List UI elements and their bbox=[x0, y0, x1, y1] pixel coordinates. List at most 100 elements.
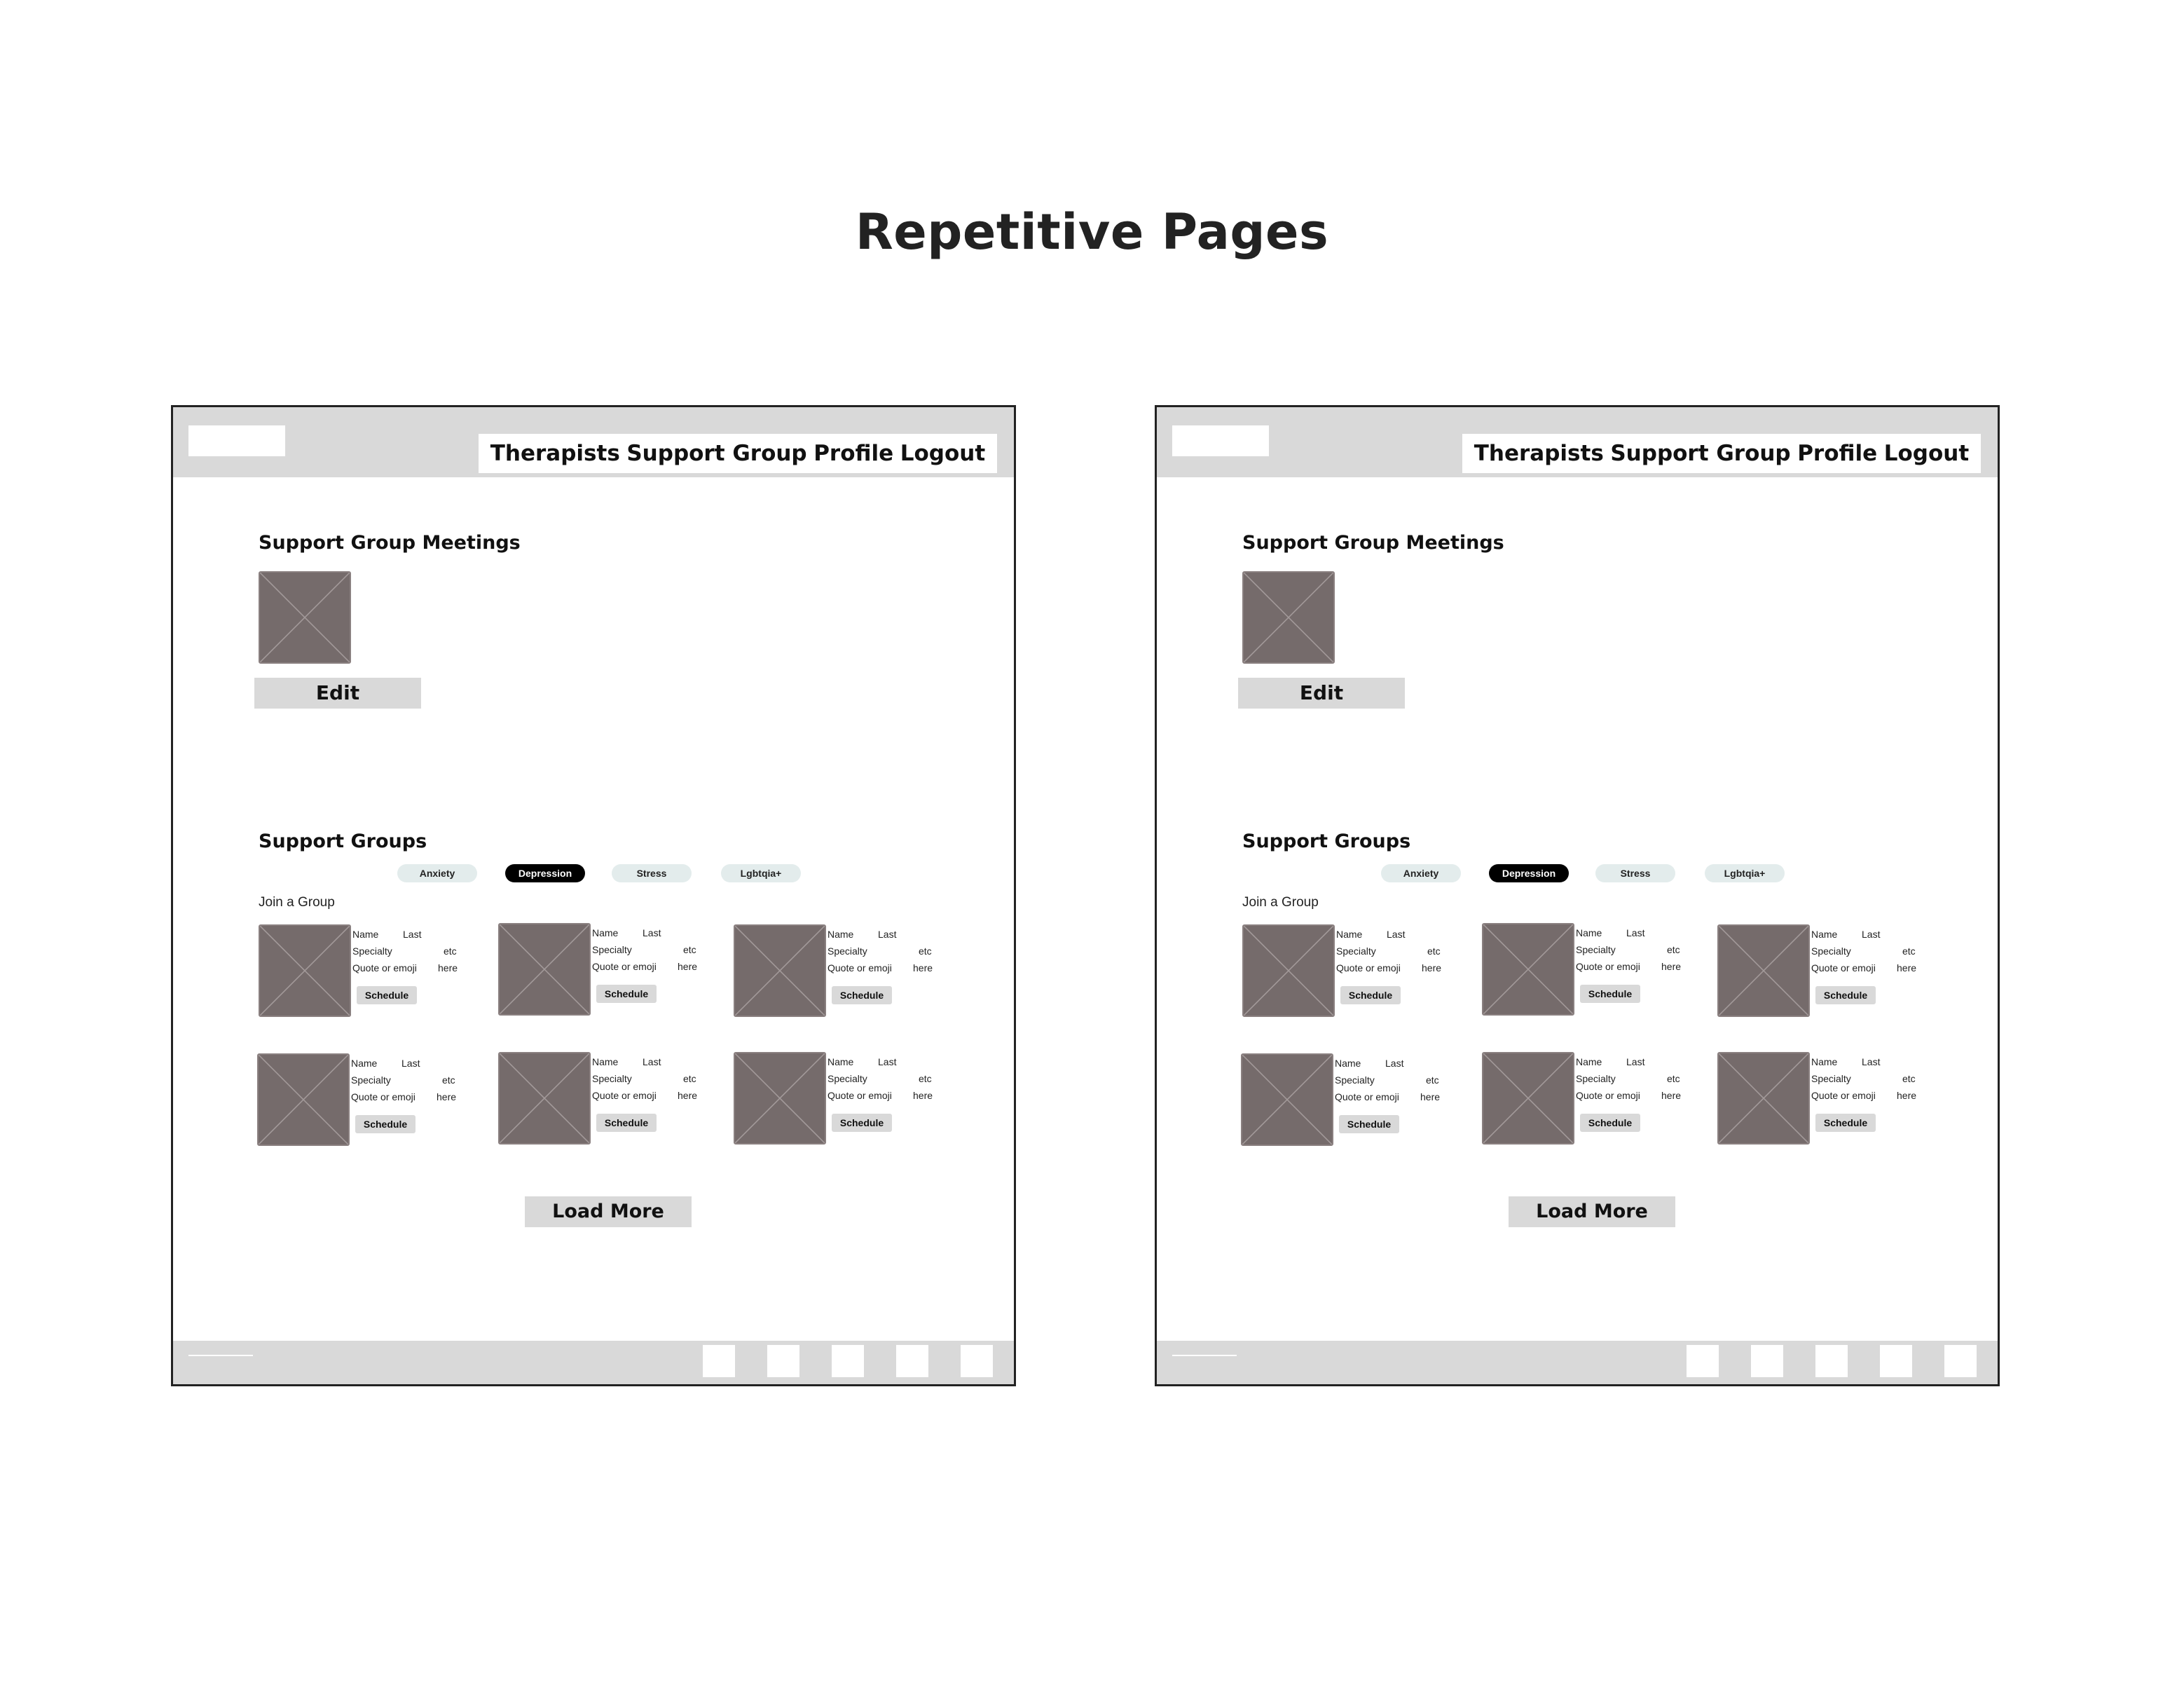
group-card: Name Last Specialty etc Quote or emoji h… bbox=[1717, 1052, 1935, 1146]
nav-therapists[interactable]: Therapists bbox=[1474, 441, 1604, 466]
card-etc: etc bbox=[1667, 1073, 1680, 1084]
meeting-image-placeholder bbox=[1242, 571, 1335, 664]
nav-bar: Therapists Support Group Profile Logout bbox=[1462, 434, 1981, 473]
group-image-placeholder bbox=[734, 924, 826, 1017]
card-name: Name bbox=[827, 1056, 854, 1067]
meetings-title: Support Group Meetings bbox=[1242, 532, 1504, 554]
social-icon[interactable] bbox=[767, 1345, 799, 1377]
card-specialty: Specialty bbox=[352, 945, 392, 957]
card-here: here bbox=[1661, 961, 1682, 972]
nav-profile[interactable]: Profile bbox=[1797, 441, 1878, 466]
nav-therapists[interactable]: Therapists bbox=[490, 441, 620, 466]
footer bbox=[1157, 1341, 1998, 1384]
schedule-button[interactable]: Schedule bbox=[596, 1114, 657, 1132]
group-image-placeholder bbox=[734, 1052, 826, 1145]
card-etc: etc bbox=[1426, 1074, 1439, 1086]
card-etc: etc bbox=[1427, 945, 1441, 957]
schedule-button[interactable]: Schedule bbox=[1815, 1114, 1876, 1132]
chip-lgbtqia[interactable]: Lgbtqia+ bbox=[721, 864, 801, 882]
card-specialty: Specialty bbox=[1335, 1074, 1375, 1086]
card-etc: etc bbox=[442, 1074, 455, 1086]
social-icon[interactable] bbox=[1815, 1345, 1848, 1377]
load-more-button[interactable]: Load More bbox=[525, 1196, 692, 1227]
chip-anxiety[interactable]: Anxiety bbox=[1381, 864, 1461, 882]
group-image-placeholder bbox=[498, 923, 591, 1016]
load-more-button[interactable]: Load More bbox=[1509, 1196, 1675, 1227]
logo[interactable] bbox=[188, 425, 285, 456]
schedule-button[interactable]: Schedule bbox=[832, 1114, 892, 1132]
card-last: Last bbox=[1385, 1058, 1404, 1069]
nav-bar: Therapists Support Group Profile Logout bbox=[479, 434, 997, 473]
card-last: Last bbox=[403, 929, 422, 940]
card-etc: etc bbox=[919, 1073, 932, 1084]
schedule-button[interactable]: Schedule bbox=[832, 986, 892, 1004]
group-image-placeholder bbox=[1717, 1052, 1810, 1145]
nav-profile[interactable]: Profile bbox=[813, 441, 894, 466]
group-image-placeholder bbox=[1482, 923, 1574, 1016]
card-name: Name bbox=[1576, 927, 1602, 938]
card-quote: Quote or emoji bbox=[827, 962, 892, 973]
chip-depression[interactable]: Depression bbox=[1489, 864, 1569, 882]
logo[interactable] bbox=[1172, 425, 1269, 456]
nav-logout[interactable]: Logout bbox=[900, 441, 986, 466]
social-icon[interactable] bbox=[961, 1345, 993, 1377]
group-card: Name Last Specialty etc Quote or emoji h… bbox=[1717, 924, 1935, 1018]
social-icon[interactable] bbox=[703, 1345, 735, 1377]
schedule-button[interactable]: Schedule bbox=[596, 985, 657, 1003]
nav-support-group[interactable]: Support Group bbox=[626, 441, 807, 466]
card-quote: Quote or emoji bbox=[1335, 1091, 1399, 1102]
schedule-button[interactable]: Schedule bbox=[1580, 985, 1640, 1003]
schedule-button[interactable]: Schedule bbox=[1339, 1115, 1399, 1133]
card-last: Last bbox=[1862, 929, 1881, 940]
social-icon[interactable] bbox=[1880, 1345, 1912, 1377]
chip-stress[interactable]: Stress bbox=[1595, 864, 1675, 882]
footer-divider bbox=[188, 1355, 253, 1356]
card-name: Name bbox=[592, 927, 619, 938]
social-icon[interactable] bbox=[832, 1345, 864, 1377]
group-card: Name Last Specialty etc Quote or emoji h… bbox=[1241, 1053, 1458, 1147]
chip-anxiety[interactable]: Anxiety bbox=[397, 864, 477, 882]
card-here: here bbox=[678, 961, 698, 972]
support-groups-title: Support Groups bbox=[259, 831, 427, 852]
card-last: Last bbox=[878, 1056, 897, 1067]
page-title: Repetitive Pages bbox=[855, 203, 1329, 261]
group-image-placeholder bbox=[498, 1052, 591, 1145]
card-name: Name bbox=[1576, 1056, 1602, 1067]
card-etc: etc bbox=[683, 944, 696, 955]
schedule-button[interactable]: Schedule bbox=[1580, 1114, 1640, 1132]
card-name: Name bbox=[351, 1058, 378, 1069]
header: Therapists Support Group Profile Logout bbox=[173, 407, 1014, 477]
nav-support-group[interactable]: Support Group bbox=[1610, 441, 1791, 466]
card-specialty: Specialty bbox=[1576, 1073, 1616, 1084]
card-quote: Quote or emoji bbox=[1811, 962, 1876, 973]
card-specialty: Specialty bbox=[827, 945, 867, 957]
social-icon[interactable] bbox=[1751, 1345, 1783, 1377]
card-here: here bbox=[1420, 1091, 1441, 1102]
chip-depression[interactable]: Depression bbox=[505, 864, 585, 882]
group-card: Name Last Specialty etc Quote or emoji h… bbox=[257, 1053, 474, 1147]
social-icon[interactable] bbox=[1687, 1345, 1719, 1377]
group-card: Name Last Specialty etc Quote or emoji h… bbox=[1242, 924, 1460, 1018]
schedule-button[interactable]: Schedule bbox=[357, 986, 417, 1004]
group-card: Name Last Specialty etc Quote or emoji h… bbox=[498, 1052, 715, 1146]
card-etc: etc bbox=[1667, 944, 1680, 955]
meetings-title: Support Group Meetings bbox=[259, 532, 521, 554]
card-specialty: Specialty bbox=[827, 1073, 867, 1084]
group-image-placeholder bbox=[1241, 1053, 1333, 1146]
social-icon[interactable] bbox=[896, 1345, 928, 1377]
schedule-button[interactable]: Schedule bbox=[355, 1115, 415, 1133]
card-quote: Quote or emoji bbox=[1576, 1090, 1640, 1101]
social-icon[interactable] bbox=[1944, 1345, 1977, 1377]
card-specialty: Specialty bbox=[1576, 944, 1616, 955]
nav-logout[interactable]: Logout bbox=[1883, 441, 1970, 466]
edit-button[interactable]: Edit bbox=[254, 678, 421, 709]
card-quote: Quote or emoji bbox=[1811, 1090, 1876, 1101]
schedule-button[interactable]: Schedule bbox=[1815, 986, 1876, 1004]
schedule-button[interactable]: Schedule bbox=[1340, 986, 1401, 1004]
edit-button[interactable]: Edit bbox=[1238, 678, 1405, 709]
header: Therapists Support Group Profile Logout bbox=[1157, 407, 1998, 477]
group-card: Name Last Specialty etc Quote or emoji h… bbox=[734, 924, 951, 1018]
chip-stress[interactable]: Stress bbox=[612, 864, 692, 882]
chip-lgbtqia[interactable]: Lgbtqia+ bbox=[1705, 864, 1785, 882]
group-image-placeholder bbox=[259, 924, 351, 1017]
